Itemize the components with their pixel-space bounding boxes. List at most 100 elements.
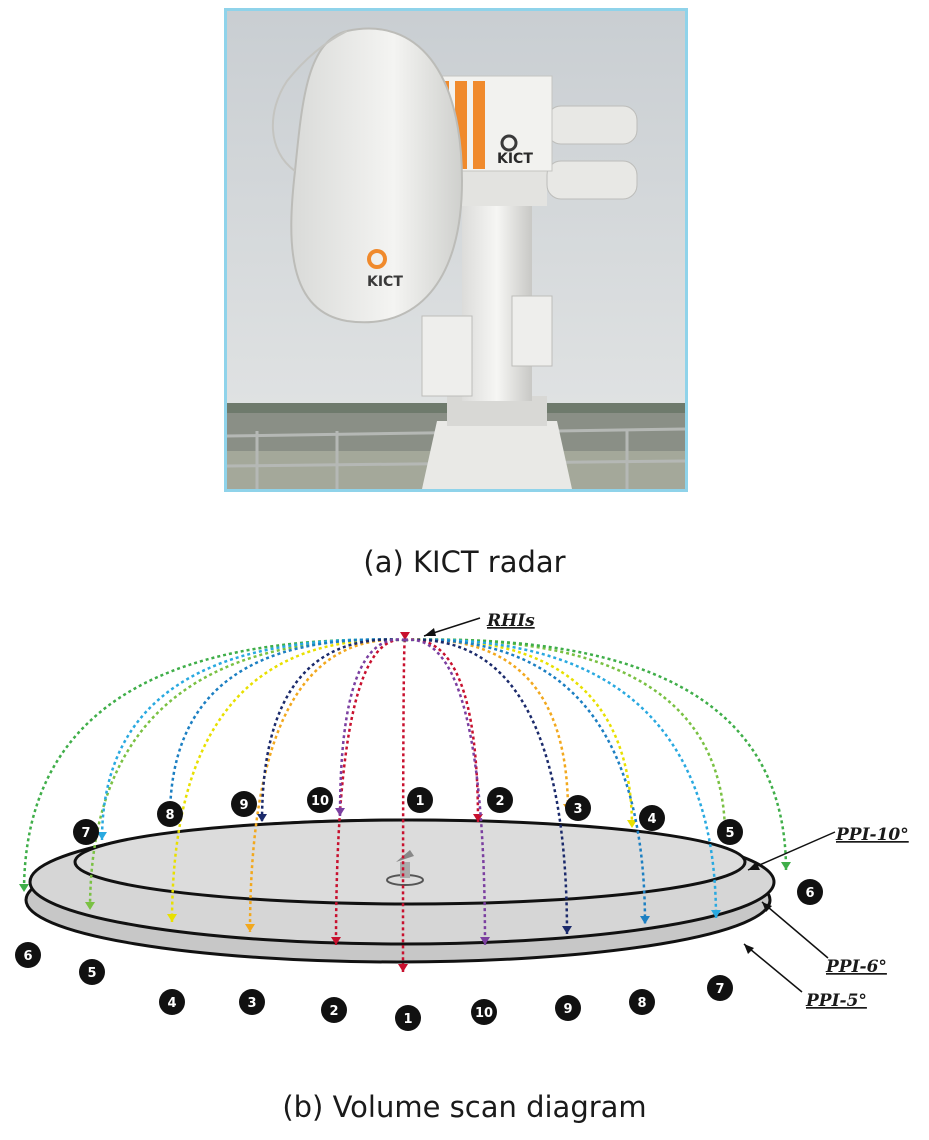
rhi-arc-6-far bbox=[404, 638, 788, 871]
badge-far-3-circle bbox=[565, 795, 591, 821]
badge-near-6: 6 bbox=[15, 942, 41, 968]
badge-far-10-circle bbox=[307, 787, 333, 813]
kict-logo-dish: KICT bbox=[367, 274, 403, 290]
badge-far-3-text: 3 bbox=[573, 802, 582, 817]
badge-far-3: 3 bbox=[565, 795, 591, 821]
kict-logo-mark bbox=[500, 134, 518, 152]
badge-near-9-text: 9 bbox=[563, 1002, 572, 1017]
badge-far-2-circle bbox=[487, 787, 513, 813]
badge-near-8: 8 bbox=[629, 989, 655, 1015]
ppi6-arrowhead bbox=[762, 902, 772, 912]
badge-far-7-circle bbox=[73, 819, 99, 845]
badge-near-1: 1 bbox=[395, 1005, 421, 1031]
badge-far-2: 2 bbox=[487, 787, 513, 813]
rhi-arc-10-near bbox=[404, 638, 487, 946]
badge-far-1-circle bbox=[407, 787, 433, 813]
badge-far-4: 4 bbox=[639, 805, 665, 831]
rhi-arc-4-far bbox=[404, 638, 634, 829]
badge-far-10: 10 bbox=[307, 787, 333, 813]
rhi-arc-10-far bbox=[338, 638, 406, 817]
badge-near-4: 4 bbox=[159, 989, 185, 1015]
rhi-arrowhead-7-far bbox=[97, 832, 107, 840]
badge-far-5: 5 bbox=[717, 819, 743, 845]
badge-near-7-text: 7 bbox=[715, 982, 724, 997]
rhi-arcs bbox=[19, 632, 791, 973]
rhi-arc-7-near bbox=[404, 638, 718, 919]
badge-near-2-text: 2 bbox=[329, 1004, 338, 1019]
rhi-arrowhead-2-near bbox=[331, 937, 341, 945]
badge-far-9-circle bbox=[231, 791, 257, 817]
rhi-arc-2-near bbox=[334, 638, 406, 946]
rhi-arc-2-far bbox=[404, 638, 480, 823]
badge-near-2: 2 bbox=[321, 997, 347, 1023]
badge-far-6-text: 6 bbox=[805, 886, 814, 901]
badge-far-9: 9 bbox=[231, 791, 257, 817]
badge-far-7: 7 bbox=[73, 819, 99, 845]
badge-near-4-text: 4 bbox=[167, 996, 176, 1011]
badge-far-1: 1 bbox=[407, 787, 433, 813]
badge-near-3-circle bbox=[239, 989, 265, 1015]
rhi-arrowhead-6-far bbox=[781, 862, 791, 870]
kict-logo-dish-mark bbox=[367, 249, 387, 269]
rhi-arrowhead-9-near bbox=[562, 926, 572, 934]
radar-dish bbox=[290, 27, 464, 324]
badge-far-9-text: 9 bbox=[239, 798, 248, 813]
badge-far-1-text: 1 bbox=[415, 794, 424, 809]
ppi10-arrowhead bbox=[748, 862, 760, 870]
badge-near-8-text: 8 bbox=[637, 996, 646, 1011]
badge-near-6-text: 6 bbox=[23, 949, 32, 964]
rhi-arrowhead-5-near bbox=[85, 902, 95, 910]
badge-far-7-text: 7 bbox=[81, 826, 90, 841]
badge-far-8: 8 bbox=[157, 801, 183, 827]
ppi5-pointer bbox=[743, 943, 803, 993]
rhi-arrowhead-10-near bbox=[480, 937, 490, 945]
badge-near-2-circle bbox=[321, 997, 347, 1023]
rhi-arrowhead-7-near bbox=[711, 910, 721, 918]
motor-arm-upper bbox=[546, 105, 638, 145]
badge-near-7-circle bbox=[707, 975, 733, 1001]
rhi-arrowhead-10-far bbox=[335, 808, 345, 816]
badge-near-9-circle bbox=[555, 995, 581, 1021]
rhi-arc-8-near bbox=[404, 638, 647, 925]
rhis-arrowhead bbox=[424, 628, 436, 636]
badge-far-5-circle bbox=[717, 819, 743, 845]
kict-logo-box: KICT bbox=[497, 151, 533, 167]
rhi-arrowhead-4-far bbox=[627, 820, 637, 828]
badge-near-5-circle bbox=[79, 959, 105, 985]
badge-far-10-text: 10 bbox=[311, 794, 329, 809]
electronics-box-left bbox=[421, 315, 473, 397]
badge-near-3: 3 bbox=[239, 989, 265, 1015]
badge-far-8-circle bbox=[157, 801, 183, 827]
ppi10-label: PPI-10° bbox=[835, 825, 909, 845]
rhi-arrowhead-9-far bbox=[257, 814, 267, 822]
badge-far-6-circle bbox=[797, 879, 823, 905]
ppi10-pointer bbox=[747, 831, 836, 871]
radar-site-icon bbox=[386, 850, 424, 886]
rhi-arc-3-far bbox=[404, 638, 570, 813]
rhi-arrowhead-3-near bbox=[245, 924, 255, 932]
badge-near-5-text: 5 bbox=[87, 966, 96, 981]
badge-far-4-text: 4 bbox=[647, 812, 656, 827]
stripe-3 bbox=[473, 81, 485, 169]
badge-far-2-text: 2 bbox=[495, 794, 504, 809]
rhi-arrowhead-4-near bbox=[167, 914, 177, 922]
rhi-arc-9-far bbox=[260, 638, 406, 823]
badge-near-7: 7 bbox=[707, 975, 733, 1001]
rhi-arc-5-far bbox=[404, 638, 727, 837]
rhi-arc-1-near bbox=[401, 638, 407, 973]
rhi-arc-4-near bbox=[170, 638, 406, 923]
radar-photo-illustration: KICT KICT bbox=[227, 11, 685, 489]
rhis-label: RHIs bbox=[486, 611, 535, 631]
rhi-arc-8-far bbox=[168, 638, 406, 819]
rhi-arrowhead-2-far bbox=[473, 814, 483, 822]
ppi6-label: PPI-6° bbox=[825, 957, 887, 977]
pedestal-base bbox=[422, 421, 572, 489]
badge-near-9: 9 bbox=[555, 995, 581, 1021]
badge-far-6: 6 bbox=[797, 879, 823, 905]
radar-photo: KICT KICT bbox=[224, 8, 688, 492]
caption-a: (a) KICT radar bbox=[363, 545, 566, 579]
caption-b: (b) Volume scan diagram bbox=[282, 1090, 647, 1124]
ppi6-pointer bbox=[761, 901, 829, 959]
